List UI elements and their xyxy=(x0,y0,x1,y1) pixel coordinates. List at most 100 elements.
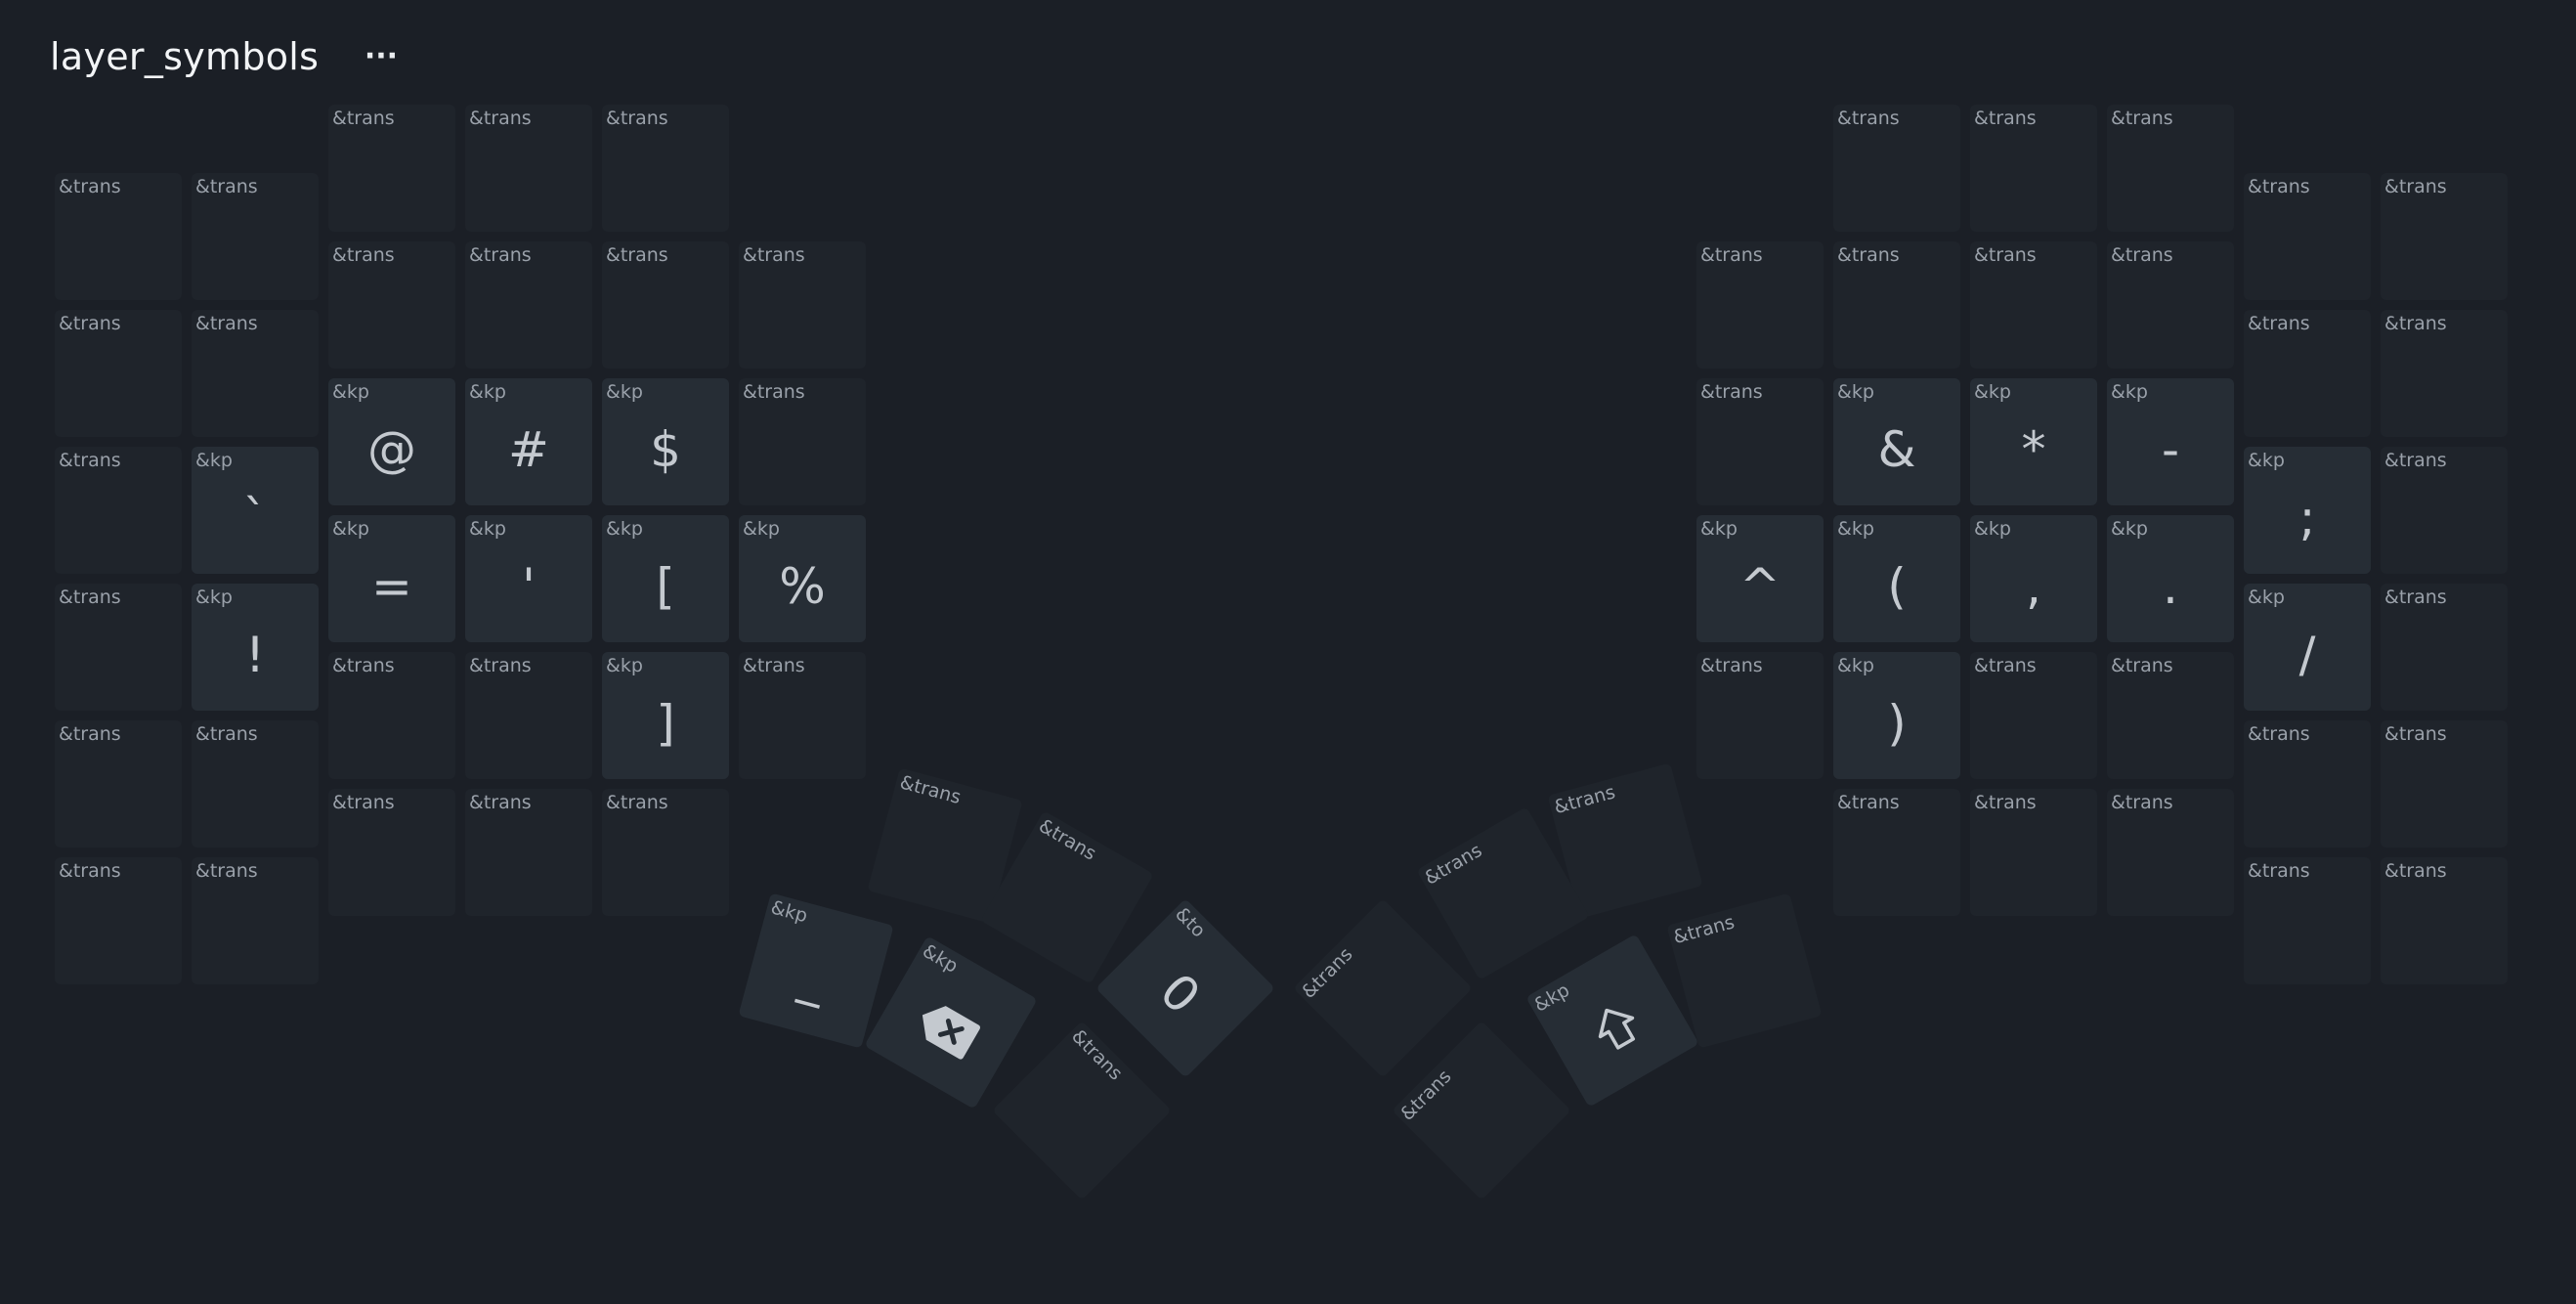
key-l10[interactable]: &trans xyxy=(192,310,319,437)
key-binding: &trans xyxy=(2248,723,2310,745)
key-binding: &trans xyxy=(1974,792,2037,813)
key-l0[interactable]: &trans xyxy=(328,105,455,232)
key-r12[interactable]: &trans xyxy=(2381,447,2508,574)
key-l17[interactable]: &trans xyxy=(55,720,182,848)
key-r16[interactable]: &kp; xyxy=(2244,447,2371,574)
key-r0[interactable]: &trans xyxy=(1833,105,1960,232)
key-r5[interactable]: &trans xyxy=(1696,241,1824,369)
key-r4[interactable]: &trans xyxy=(2381,173,2508,300)
key-r19[interactable]: &kp( xyxy=(1833,515,1960,642)
key-r30[interactable]: &trans xyxy=(1970,789,2097,916)
key-binding: &trans xyxy=(1974,655,2037,676)
key-r6[interactable]: &trans xyxy=(1833,241,1960,369)
key-r25[interactable]: &kp) xyxy=(1833,652,1960,779)
key-r29[interactable]: &trans xyxy=(1833,789,1960,916)
key-r9[interactable]: &trans xyxy=(2244,310,2371,437)
key-l25[interactable]: &trans xyxy=(328,652,455,779)
key-r2[interactable]: &trans xyxy=(2107,105,2234,232)
key-l31[interactable]: &trans xyxy=(328,789,455,916)
key-l27[interactable]: &kp] xyxy=(602,652,729,779)
key-l22[interactable]: &kp% xyxy=(739,515,866,642)
key-l34[interactable]: &trans xyxy=(55,857,182,984)
key-l21[interactable]: &kp[ xyxy=(602,515,729,642)
key-l33[interactable]: &trans xyxy=(602,789,729,916)
key-tr5[interactable]: &trans xyxy=(1392,1021,1571,1200)
key-l11[interactable]: &trans xyxy=(739,378,866,505)
key-r28[interactable]: &trans xyxy=(2381,720,2508,848)
key-l5[interactable]: &trans xyxy=(328,241,455,369)
key-r14[interactable]: &kp* xyxy=(1970,378,2097,505)
key-r15[interactable]: &kp- xyxy=(2107,378,2234,505)
key-binding: &trans xyxy=(59,313,121,334)
key-binding: &kp xyxy=(332,381,369,403)
key-r10[interactable]: &trans xyxy=(2381,310,2508,437)
key-legend: & xyxy=(1877,421,1916,478)
key-binding: &trans xyxy=(2384,313,2447,334)
key-tr2[interactable]: &trans xyxy=(1293,898,1473,1078)
key-l16[interactable]: &trans xyxy=(55,584,182,711)
key-l24[interactable]: &kp! xyxy=(192,584,319,711)
key-binding: &trans xyxy=(59,723,121,745)
key-tl3[interactable]: &kp xyxy=(864,935,1038,1109)
key-l9[interactable]: &trans xyxy=(55,310,182,437)
key-r7[interactable]: &trans xyxy=(1970,241,2097,369)
key-binding: &trans xyxy=(1035,814,1100,865)
key-l6[interactable]: &trans xyxy=(465,241,592,369)
key-r27[interactable]: &trans xyxy=(2107,652,2234,779)
key-binding: &trans xyxy=(2384,587,2447,608)
key-binding: &kp xyxy=(332,518,369,540)
key-l7[interactable]: &trans xyxy=(602,241,729,369)
key-l1[interactable]: &trans xyxy=(465,105,592,232)
key-binding: &trans xyxy=(469,108,532,129)
key-r17[interactable]: &trans xyxy=(2381,584,2508,711)
key-binding: &trans xyxy=(1552,781,1618,819)
key-legend: / xyxy=(2298,627,2316,683)
key-r18[interactable]: &kp^ xyxy=(1696,515,1824,642)
key-r33[interactable]: &trans xyxy=(2381,857,2508,984)
key-tl2[interactable]: &kp_ xyxy=(738,892,894,1049)
key-l15[interactable]: &kp$ xyxy=(602,378,729,505)
layer-title: layer_symbols xyxy=(50,35,320,78)
key-legend: ! xyxy=(244,627,266,683)
key-l26[interactable]: &trans xyxy=(465,652,592,779)
key-r3[interactable]: &trans xyxy=(2244,173,2371,300)
key-r31[interactable]: &trans xyxy=(2107,789,2234,916)
key-r24[interactable]: &trans xyxy=(1696,652,1824,779)
key-l2[interactable]: &trans xyxy=(602,105,729,232)
key-l35[interactable]: &trans xyxy=(192,857,319,984)
key-binding: &kp xyxy=(469,518,506,540)
key-r20[interactable]: &kp, xyxy=(1970,515,2097,642)
key-binding: &trans xyxy=(2248,860,2310,882)
key-tr3[interactable]: &kp xyxy=(1525,934,1699,1108)
key-l19[interactable]: &kp= xyxy=(328,515,455,642)
key-r13[interactable]: &kp& xyxy=(1833,378,1960,505)
key-l12[interactable]: &trans xyxy=(55,447,182,574)
key-binding: &kp xyxy=(195,450,233,471)
key-r11[interactable]: &trans xyxy=(1696,378,1824,505)
key-l18[interactable]: &kp` xyxy=(192,447,319,574)
key-tl5[interactable]: &trans xyxy=(992,1021,1172,1200)
key-tr4[interactable]: &trans xyxy=(1666,892,1823,1049)
layer-menu-button[interactable]: ··· xyxy=(364,39,399,73)
key-r8[interactable]: &trans xyxy=(2107,241,2234,369)
key-l3[interactable]: &trans xyxy=(55,173,182,300)
key-r23[interactable]: &trans xyxy=(2244,720,2371,848)
key-l8[interactable]: &trans xyxy=(739,241,866,369)
key-l14[interactable]: &kp# xyxy=(465,378,592,505)
key-l13[interactable]: &kp@ xyxy=(328,378,455,505)
key-r1[interactable]: &trans xyxy=(1970,105,2097,232)
key-binding: &trans xyxy=(1837,244,1900,266)
key-l30[interactable]: &trans xyxy=(192,720,319,848)
key-r22[interactable]: &kp/ xyxy=(2244,584,2371,711)
key-binding: &kp xyxy=(2248,450,2285,471)
key-l4[interactable]: &trans xyxy=(192,173,319,300)
key-binding: &trans xyxy=(897,771,964,809)
key-r26[interactable]: &trans xyxy=(1970,652,2097,779)
key-r32[interactable]: &trans xyxy=(2244,857,2371,984)
key-l20[interactable]: &kp' xyxy=(465,515,592,642)
key-binding: &trans xyxy=(59,860,121,882)
key-r21[interactable]: &kp. xyxy=(2107,515,2234,642)
key-l28[interactable]: &trans xyxy=(739,652,866,779)
key-legend: _ xyxy=(794,947,834,1009)
key-l32[interactable]: &trans xyxy=(465,789,592,916)
